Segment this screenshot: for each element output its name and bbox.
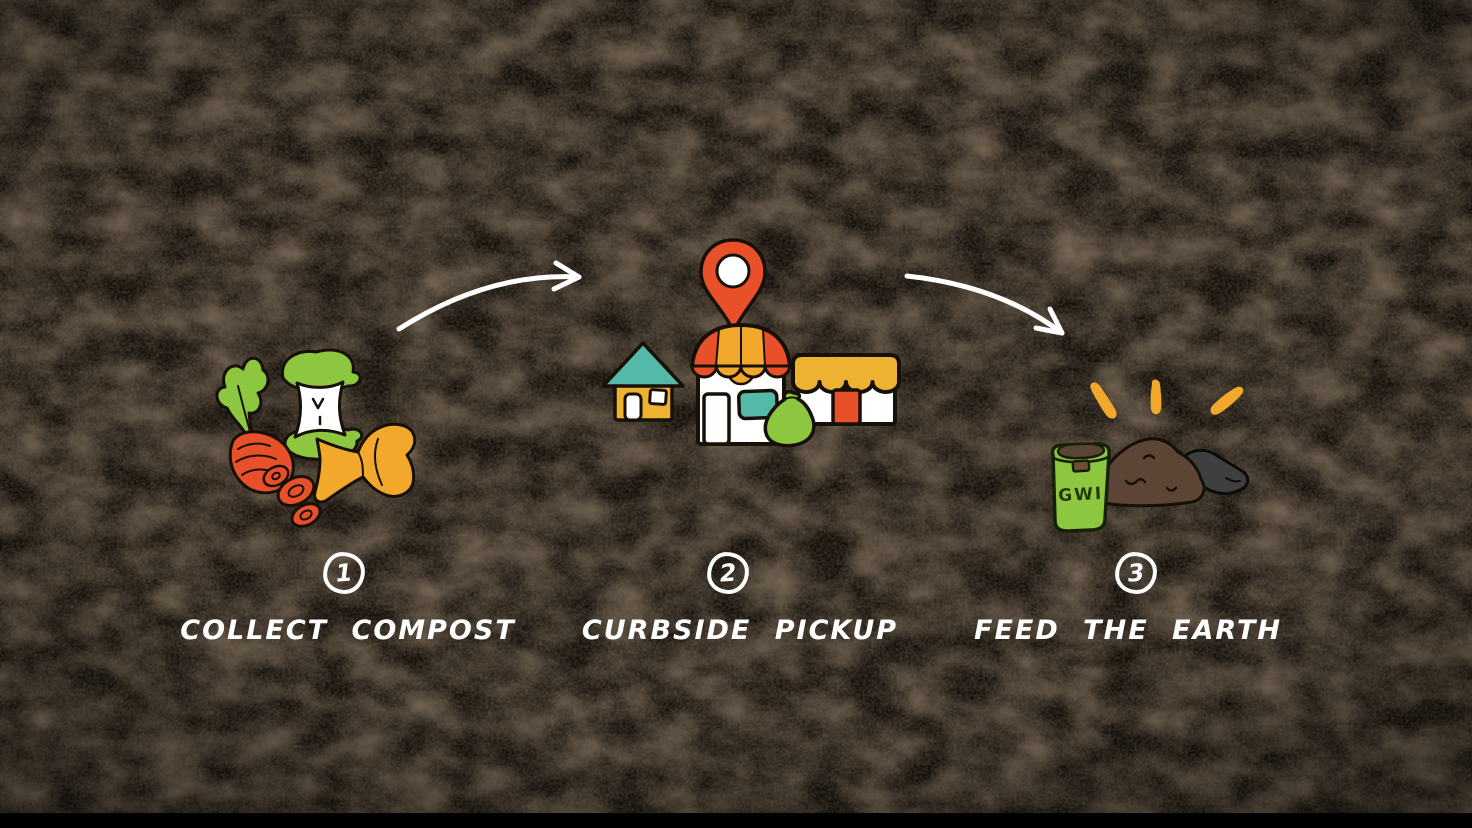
step-3-number: 3 (1126, 558, 1146, 588)
apple-core-icon (281, 348, 364, 462)
bowtie-pasta-icon (313, 422, 417, 504)
feed-the-earth-illustration: GWI (1050, 379, 1250, 533)
bucket-label: GWI (1058, 484, 1104, 506)
step-1-label: COLLECT COMPOST (180, 615, 516, 646)
soil-pile-icon (1089, 437, 1206, 508)
food-scraps-illustration (215, 348, 417, 528)
map-pin-icon (699, 238, 767, 331)
curbside-pickup-illustration (601, 238, 901, 448)
storefront-scalloped-awning-icon (791, 353, 901, 426)
sparkle-rays-icon (1090, 379, 1244, 419)
arrow-step1-to-step2-icon (396, 260, 582, 332)
bottom-letterbox-bar (0, 813, 1472, 828)
compost-bucket-icon: GWI (1050, 442, 1111, 533)
compost-bag-icon (763, 390, 816, 448)
step-2-label: CURBSIDE PICKUP (581, 615, 899, 646)
carrot-icon (228, 430, 295, 495)
step-1-number: 1 (334, 558, 354, 588)
arrow-step2-to-step3-icon (904, 273, 1065, 336)
step-3-label: FEED THE EARTH (974, 615, 1282, 646)
carrot-slices-icon (276, 474, 322, 528)
house-icon (601, 341, 685, 422)
step-2-number: 2 (718, 558, 738, 588)
